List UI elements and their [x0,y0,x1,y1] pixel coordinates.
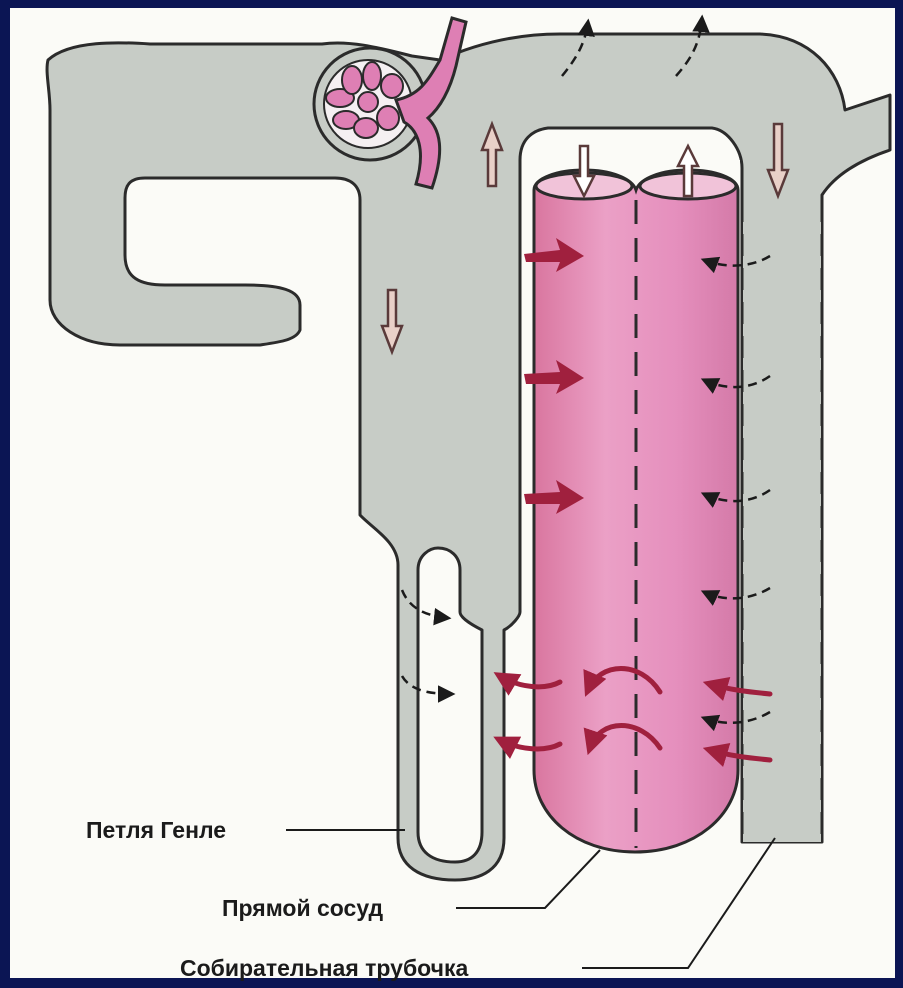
vasa-recta-vessel [534,170,738,852]
label-collecting-duct: Собирательная трубочка [180,955,468,981]
label-henle-loop: Петля Генле [86,817,226,843]
collecting-duct-leader [582,838,775,968]
label-vasa-recta: Прямой сосуд [222,895,384,921]
collecting-duct-fill [743,200,821,842]
